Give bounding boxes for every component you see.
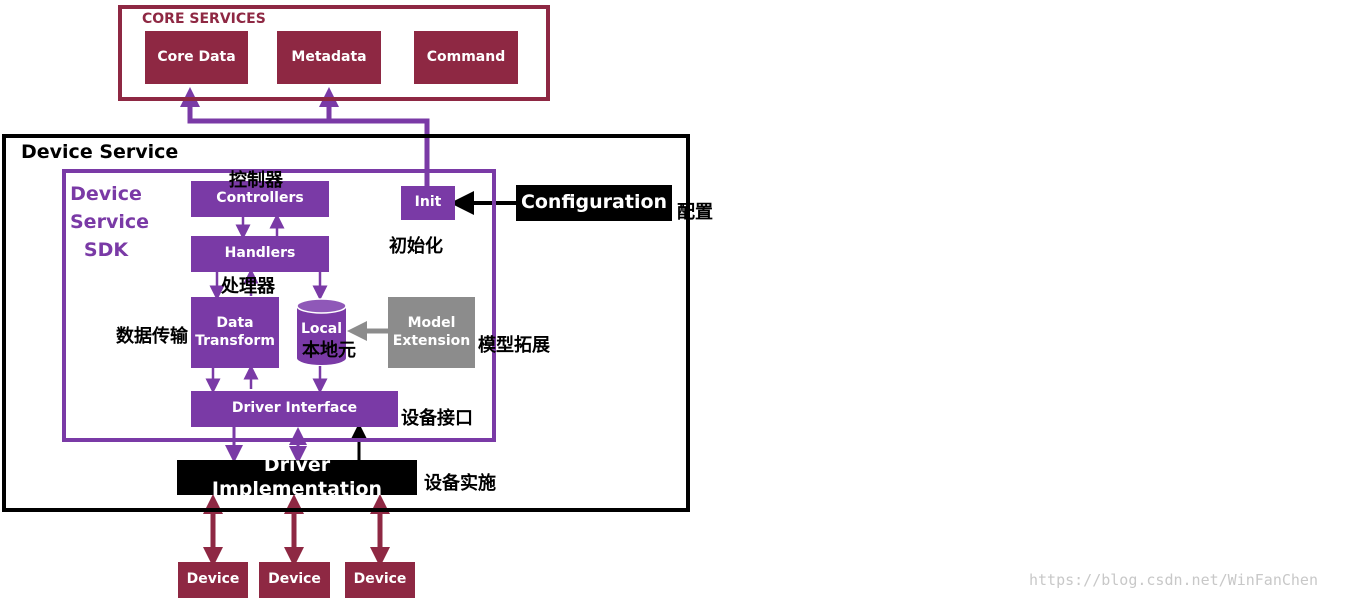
data-transform-cn-label: 数据传输 <box>116 326 188 347</box>
transform-interface-arrows <box>205 364 328 394</box>
device-link-arrows <box>203 494 390 567</box>
init-cn-label: 初始化 <box>389 236 443 257</box>
handlers-box: Handlers <box>191 236 329 272</box>
controllers-box: Controllers <box>191 181 329 217</box>
watermark-text: https://blog.csdn.net/WinFanChen <box>1029 571 1318 589</box>
sdk-title: Device Service SDK <box>70 180 149 264</box>
device-box-1: Device <box>178 562 248 598</box>
configuration-box: Configuration <box>516 185 672 221</box>
init-box: Init <box>401 186 455 220</box>
driver-interface-cn-label: 设备接口 <box>401 408 473 429</box>
driver-implementation-cn-label: 设备实施 <box>424 473 496 494</box>
configuration-cn-label: 配置 <box>677 202 713 223</box>
core-services-frame <box>118 5 550 101</box>
core-services-title: CORE SERVICES <box>142 11 266 27</box>
controllers-handlers-arrows <box>235 213 285 240</box>
model-extension-box: Model Extension <box>388 297 475 368</box>
data-transform-box: Data Transform <box>191 297 279 368</box>
handlers-down-arrows <box>209 268 328 301</box>
model-extension-line-2: Extension <box>392 332 471 349</box>
device-box-2: Device <box>259 562 330 598</box>
driver-implementation-box: Driver Implementation <box>177 454 417 500</box>
driver-interface-box: Driver Interface <box>191 391 398 427</box>
device-service-frame <box>2 134 690 512</box>
sdk-title-line-2: Service <box>70 211 149 233</box>
command-box: Command <box>414 31 518 84</box>
controllers-cn-label: 控制器 <box>229 170 283 191</box>
device-service-title: Device Service <box>21 141 179 163</box>
handlers-cn-label: 处理器 <box>221 276 275 297</box>
local-storage-cylinder: Local <box>296 298 347 366</box>
local-label: Local <box>300 321 343 338</box>
device-service-sdk-frame <box>62 169 496 442</box>
model-extension-cn-label: 模型拓展 <box>478 335 550 356</box>
device-box-3: Device <box>345 562 415 598</box>
core-data-box: Core Data <box>145 31 248 84</box>
sdk-title-line-3: SDK <box>83 239 129 261</box>
cylinder-icon <box>296 298 347 365</box>
model-extension-line-1: Model <box>407 315 456 331</box>
metadata-box: Metadata <box>277 31 381 84</box>
sdk-title-line-1: Device <box>70 183 142 205</box>
data-transform-line-2: Transform <box>195 332 275 349</box>
local-cn-label: 本地元 <box>302 340 356 361</box>
data-transform-line-1: Data <box>216 315 254 331</box>
